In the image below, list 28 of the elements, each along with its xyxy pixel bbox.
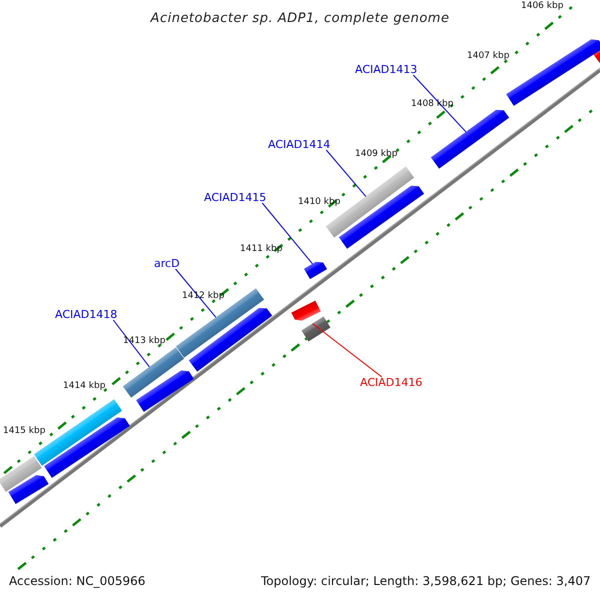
gene-feature	[304, 262, 328, 280]
leader-line	[412, 74, 466, 132]
gene-label: ACIAD1414	[268, 139, 330, 150]
title: Acinetobacter sp. ADP1, complete genome	[150, 12, 450, 25]
gene-feature	[291, 300, 321, 321]
tick-label: 1415 kbp	[3, 427, 46, 436]
gene-label: ACIAD1415	[204, 192, 266, 203]
gene-label: arcD	[154, 258, 180, 269]
tick-label: 1407 kbp	[467, 52, 510, 61]
leader-line	[262, 202, 313, 264]
gene-feature	[8, 475, 49, 504]
gene-label: ACIAD1413	[355, 64, 418, 75]
leader-line	[175, 268, 216, 318]
gene-feature	[188, 308, 272, 372]
gene-label: ACIAD1416	[360, 377, 422, 388]
footer-text: Topology: circular; Length: 3,598,621 bp; Genes: 3,407	[261, 575, 591, 587]
tick-label: 1406 kbp	[521, 2, 564, 11]
gene-feature	[430, 110, 510, 169]
tick-label: 1414 kbp	[63, 382, 106, 391]
leader-line	[312, 323, 382, 378]
leader-line	[326, 150, 366, 197]
tick-label: 1409 kbp	[355, 150, 398, 159]
gene-feature	[136, 370, 194, 412]
footer-text: Accession: NC_005966	[9, 575, 146, 587]
gene-label: ACIAD1418	[55, 309, 118, 320]
gene-feature	[338, 186, 424, 249]
gene-feature	[302, 316, 330, 342]
leader-line	[112, 320, 150, 368]
